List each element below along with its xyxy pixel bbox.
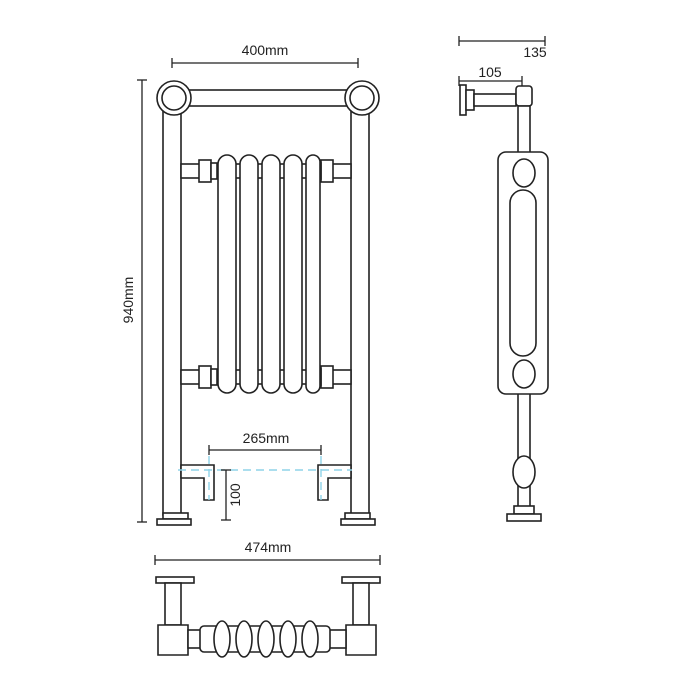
- front-view: 400mm 940mm: [120, 42, 380, 526]
- pipe-height-label: 100: [227, 483, 243, 507]
- left-upright: [162, 99, 182, 516]
- plan-width-label: 474mm: [245, 539, 292, 555]
- height-label: 940mm: [120, 277, 136, 324]
- plan-columns: [213, 620, 319, 658]
- depth-total-dimension: 135: [458, 36, 547, 60]
- height-dimension: 940mm: [120, 79, 147, 523]
- radiator-columns: [217, 154, 321, 394]
- centres-label: 265mm: [243, 430, 290, 446]
- plan-view: 474mm: [154, 539, 381, 658]
- top-rail: [173, 89, 363, 107]
- depth-wall-label: 105: [478, 64, 502, 80]
- right-upright: [350, 99, 370, 516]
- plan-width-dimension: 474mm: [154, 539, 381, 565]
- width-dimension: 400mm: [171, 42, 359, 68]
- side-view: 135 105: [458, 36, 549, 522]
- depth-total-label: 135: [523, 44, 547, 60]
- pipe-height-dimension: 100: [221, 469, 243, 521]
- width-label: 400mm: [242, 42, 289, 58]
- depth-wall-dimension: 105: [458, 64, 523, 86]
- centres-dimension: 265mm: [208, 430, 322, 455]
